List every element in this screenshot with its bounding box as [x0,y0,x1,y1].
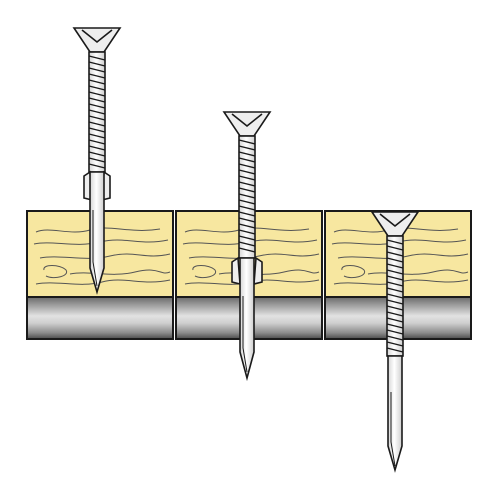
screw-stage-1 [72,27,122,295]
screw-head [72,27,122,53]
screw-head [222,111,272,137]
screw-drill-point [89,171,105,295]
screw-head-recess [379,213,411,228]
screw-head-recess [81,29,113,44]
screw-stage-3 [370,211,420,473]
screw-wing-left [231,256,241,286]
screw-drill-point [387,355,403,473]
screw-drill-point [239,257,255,382]
screw-stage-2 [222,111,272,382]
screw-flute [242,296,248,373]
steel-layer-1 [26,296,174,340]
screw-head-recess [231,113,263,128]
screw-flute [390,392,396,467]
screw-flute [92,210,98,287]
screw-wing-right [253,256,263,286]
